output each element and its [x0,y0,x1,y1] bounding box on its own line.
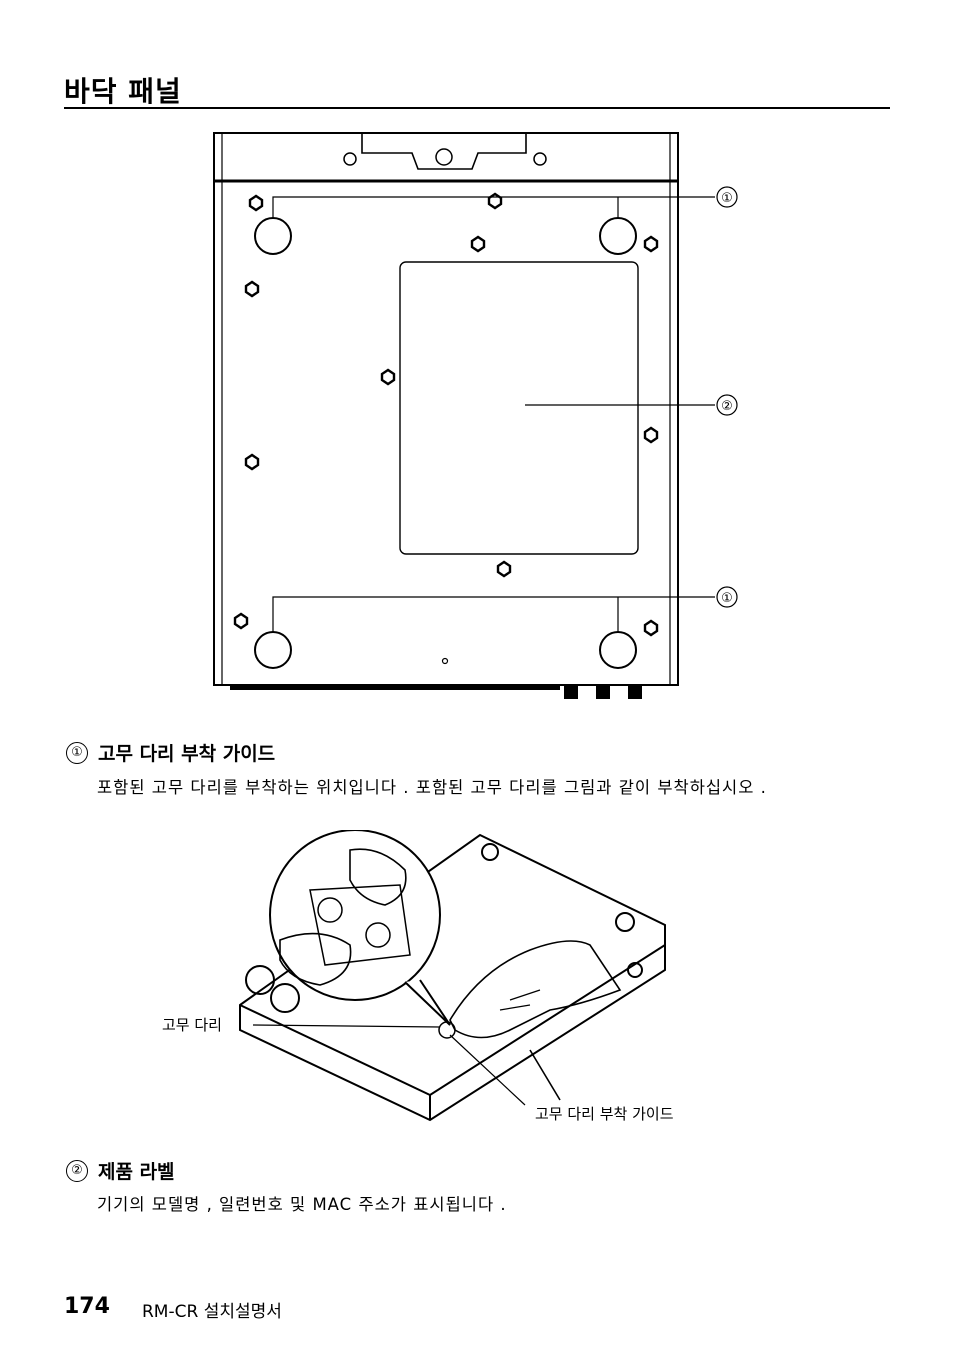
callout-2: ② [721,399,733,414]
item-2-number: ② [66,1159,88,1182]
bottom-panel-figure: ① ② ① [213,132,738,699]
page-number: 174 [64,1294,110,1319]
item-1-heading: ① 고무 다리 부착 가이드 [66,739,275,766]
item-1-title: 고무 다리 부착 가이드 [98,743,276,765]
title-rule [64,107,890,109]
label-rubber-foot: 고무 다리 [162,1016,222,1034]
callout-1-top: ① [721,191,733,206]
label-attach-guide: 고무 다리 부착 가이드 [535,1105,674,1123]
item-1-text: 포함된 고무 다리를 부착하는 위치입니다 . 포함된 고무 다리를 그림과 같… [97,778,767,797]
page-title: 바닥 패널 [64,75,182,108]
item-2-heading: ② 제품 라벨 [66,1157,175,1184]
callout-1-bottom: ① [721,591,733,606]
document-name: RM-CR 설치설명서 [142,1302,282,1322]
rubber-foot-figure: 고무 다리 고무 다리 부착 가이드 [162,830,674,1123]
item-2-title: 제품 라벨 [98,1161,175,1183]
item-2-text: 기기의 모델명 , 일련번호 및 MAC 주소가 표시됩니다 . [97,1195,507,1214]
item-1-number: ① [66,741,88,764]
